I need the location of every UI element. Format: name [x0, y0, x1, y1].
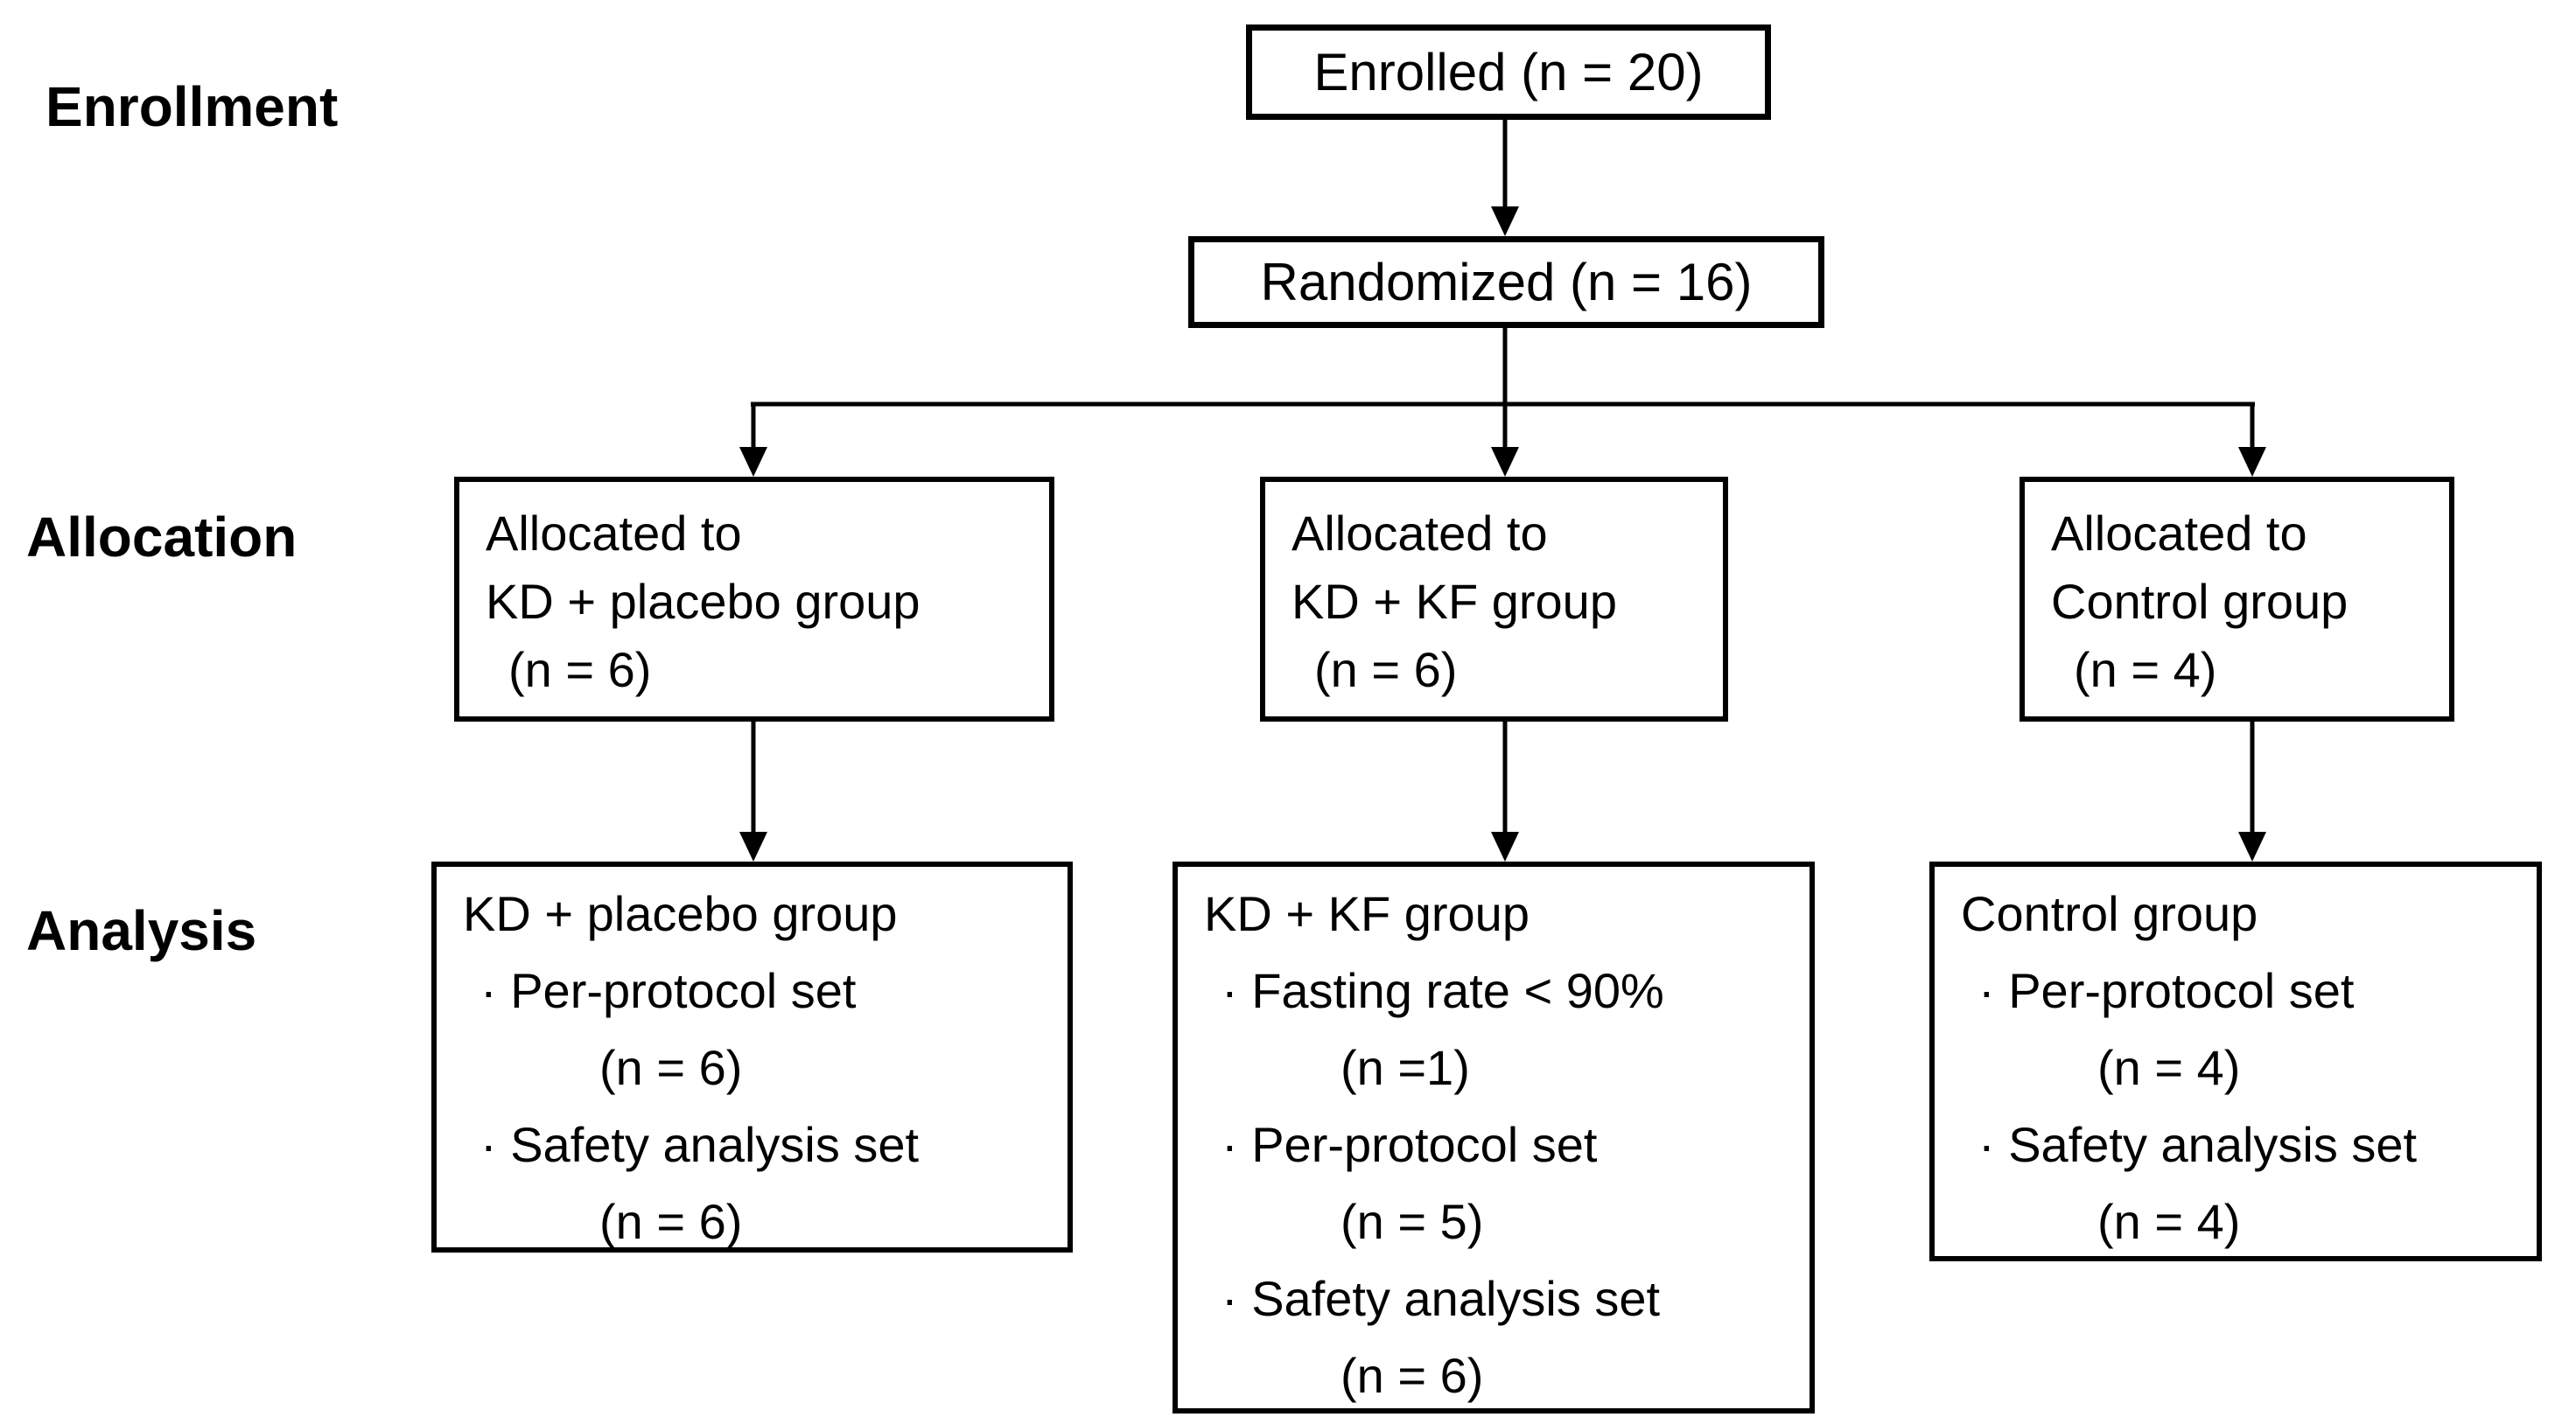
box-line-bullet: · Safety analysis set	[1222, 1271, 1661, 1326]
stage-label-enrollment: Enrollment	[46, 75, 339, 138]
enrolled-box: Enrolled (n = 20)	[1246, 24, 1771, 120]
box-line-n: (n = 5)	[1340, 1194, 1484, 1249]
stage-label-allocation: Allocation	[26, 506, 298, 569]
analysis-box-kd-kf: KD + KF group · Fasting rate < 90% (n =1…	[1172, 862, 1815, 1414]
arrow-allocation-to-analysis-left	[739, 722, 767, 862]
randomized-box-label: Randomized (n = 16)	[1260, 253, 1753, 311]
box-line: KD + placebo group	[463, 886, 898, 941]
box-line: Allocated to	[486, 506, 742, 561]
box-line: Control group	[1961, 886, 2258, 941]
box-line: Control group	[2051, 574, 2348, 629]
box-line-n: (n = 6)	[1314, 642, 1458, 697]
analysis-box-kd-placebo: KD + placebo group · Per-protocol set (n…	[431, 862, 1073, 1253]
box-line-n: (n = 6)	[599, 1040, 743, 1095]
enrolled-box-label: Enrolled (n = 20)	[1313, 43, 1704, 101]
stage-label-analysis: Analysis	[26, 899, 257, 962]
box-line: Allocated to	[2051, 506, 2307, 561]
box-line: KD + KF group	[1204, 886, 1530, 941]
box-line: Allocated to	[1292, 506, 1548, 561]
box-line-n: (n = 6)	[508, 642, 652, 697]
box-line-bullet: · Fasting rate < 90%	[1222, 963, 1664, 1018]
box-line-bullet: · Per-protocol set	[1222, 1117, 1598, 1172]
randomized-box: Randomized (n = 16)	[1188, 236, 1824, 328]
arrow-enrolled-to-randomized	[1491, 120, 1519, 236]
box-line-n: (n = 6)	[599, 1194, 743, 1249]
box-line-n: (n =1)	[1340, 1040, 1470, 1095]
box-line: KD + placebo group	[486, 574, 920, 629]
box-line-n: (n = 4)	[2097, 1194, 2241, 1249]
arrow-allocation-to-analysis-right	[2238, 722, 2266, 862]
box-line-bullet: · Per-protocol set	[480, 963, 857, 1018]
box-line-bullet: · Safety analysis set	[1978, 1117, 2418, 1172]
branch-randomized-to-allocation	[739, 328, 2266, 477]
box-line-bullet: · Safety analysis set	[480, 1117, 920, 1172]
allocation-box-kd-kf: Allocated to KD + KF group (n = 6)	[1260, 477, 1728, 722]
allocation-box-kd-placebo: Allocated to KD + placebo group (n = 6)	[454, 477, 1054, 722]
analysis-box-control: Control group · Per-protocol set (n = 4)…	[1929, 862, 2542, 1261]
box-line-n: (n = 4)	[2074, 642, 2217, 697]
box-line-bullet: · Per-protocol set	[1978, 963, 2355, 1018]
allocation-box-control: Allocated to Control group (n = 4)	[2020, 477, 2454, 722]
box-line: KD + KF group	[1292, 574, 1617, 629]
arrow-allocation-to-analysis-middle	[1491, 722, 1519, 862]
box-line-n: (n = 4)	[2097, 1040, 2241, 1095]
box-line-n: (n = 6)	[1340, 1348, 1484, 1403]
